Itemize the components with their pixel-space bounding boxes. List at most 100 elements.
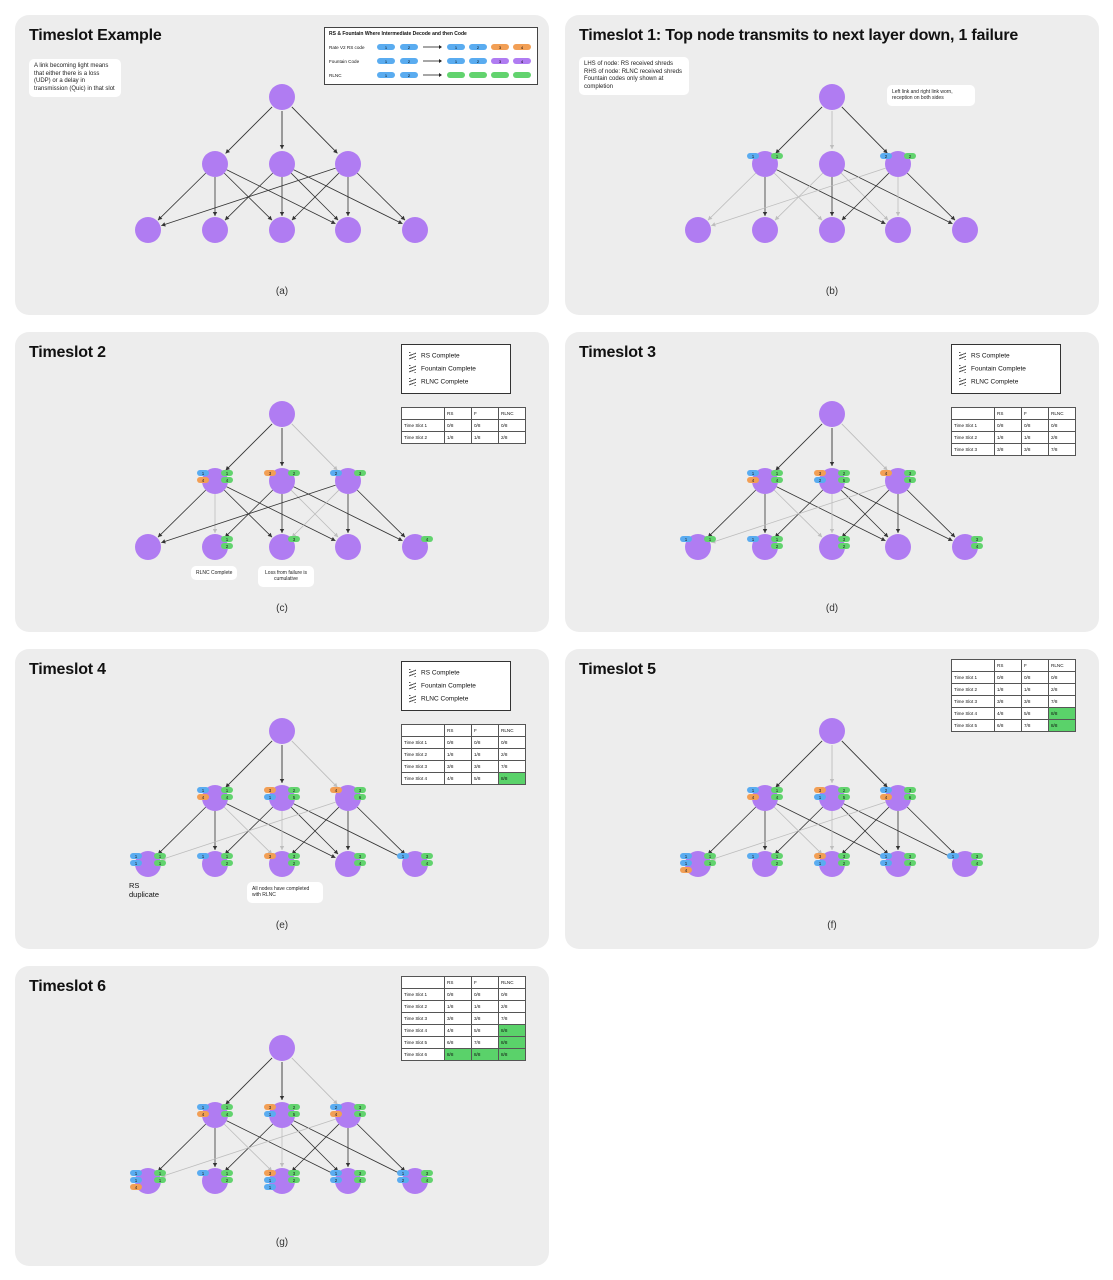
- shred-label: 3: [293, 537, 296, 542]
- shred-label: 1: [819, 861, 822, 866]
- shred-tag: [747, 853, 759, 859]
- link-edge: [161, 801, 336, 860]
- shred-label: 1: [685, 854, 688, 859]
- shred-label: 5: [293, 795, 296, 800]
- shred-label: 4: [752, 795, 755, 800]
- shred-tag: [154, 1170, 166, 1176]
- shred-label: 2: [843, 861, 846, 866]
- leaf-node: [685, 217, 711, 243]
- shred-tag: [904, 794, 916, 800]
- shred-tag: [771, 543, 783, 549]
- arrow-head: [762, 212, 768, 216]
- shred-label: 4: [135, 1185, 138, 1190]
- shred-tag: [838, 794, 850, 800]
- shred-tag: [747, 787, 759, 793]
- root-node: [269, 718, 295, 744]
- arrow-head: [895, 212, 901, 216]
- leaf-node: [885, 534, 911, 560]
- arrow-head: [279, 846, 285, 850]
- link-edge: [841, 172, 890, 221]
- shred-tag: [704, 536, 716, 542]
- link-edge: [157, 806, 207, 855]
- svg-text:2: 2: [477, 45, 480, 50]
- link-edge: [711, 484, 886, 543]
- arrow-head: [330, 537, 336, 541]
- shred-label: 3: [269, 1105, 272, 1110]
- shred-tag: [747, 153, 759, 159]
- fountain-row-label: Fountain Code: [329, 59, 360, 64]
- link-edge: [161, 1118, 336, 1177]
- shred-label: 4: [776, 478, 779, 483]
- shred-label: 1: [202, 854, 205, 859]
- shred-label: 4: [202, 1112, 205, 1117]
- shred-label: 1: [752, 537, 755, 542]
- legend-fountain: Fountain Complete: [959, 365, 1026, 373]
- shred-tag: [880, 153, 892, 159]
- shred-label: 3: [819, 854, 822, 859]
- panel-a: Timeslot Example A link becoming light m…: [15, 15, 549, 315]
- link-edge: [291, 806, 340, 855]
- arrow-head: [883, 465, 888, 471]
- shred-label: 6: [909, 478, 912, 483]
- arrow-head: [267, 215, 273, 221]
- shred-label: 2: [335, 1178, 338, 1183]
- shred-label: 2: [843, 544, 846, 549]
- panel-caption: (c): [276, 603, 288, 614]
- shred-label: 1: [776, 471, 779, 476]
- root-node: [819, 718, 845, 744]
- root-node: [269, 1035, 295, 1061]
- arrow-head: [817, 532, 823, 538]
- shred-label: 3: [293, 854, 296, 859]
- note-box: LHS of node: RS received shreds RHS of n…: [579, 57, 689, 95]
- shred-label: 3: [909, 854, 912, 859]
- shred-label: 1: [159, 854, 162, 859]
- arrow-head: [330, 854, 336, 858]
- shred-tag: [288, 1104, 300, 1110]
- arrow-head: [333, 465, 338, 471]
- svg-text:1: 1: [455, 59, 458, 64]
- shred-tag: [771, 470, 783, 476]
- shred-label: 3: [269, 788, 272, 793]
- shred-tag: [421, 853, 433, 859]
- shred-label: 1: [685, 537, 688, 542]
- shred-tag: [197, 794, 209, 800]
- shred-tag: [154, 853, 166, 859]
- shred-label: 4: [202, 478, 205, 483]
- panel-caption: (d): [825, 603, 839, 614]
- shred-label: 3: [819, 788, 822, 793]
- rs-box-shreds: 1 2 1 2 3 4 1 2 1 2 3 4 1 2: [377, 44, 531, 78]
- shred-tag: [904, 470, 916, 476]
- shred-label: 1: [752, 471, 755, 476]
- svg-text:2: 2: [477, 59, 480, 64]
- shred-tag: [221, 536, 233, 542]
- shred-tag: [704, 853, 716, 859]
- shred-label: 2: [776, 861, 779, 866]
- shred-tag: [330, 470, 342, 476]
- link-edge: [291, 489, 340, 538]
- link-edge: [226, 1120, 336, 1176]
- arrow-head: [333, 1099, 338, 1105]
- shred-label: 4: [359, 1178, 362, 1183]
- legend-box: RS Complete Fountain Complete RLNC Compl…: [401, 661, 511, 711]
- shred-tag: [771, 787, 783, 793]
- shred-tag: [354, 1170, 366, 1176]
- root-node: [269, 401, 295, 427]
- arrow-head: [212, 846, 218, 850]
- link-edge: [291, 172, 340, 221]
- shred-tag: [838, 860, 850, 866]
- arrow-head: [279, 1163, 285, 1167]
- arrow-head: [333, 148, 338, 154]
- shred-label: 1: [269, 795, 272, 800]
- shred-tag: [264, 1104, 276, 1110]
- shred-label: 5: [843, 478, 846, 483]
- rlnc-row-label: RLNC: [329, 73, 342, 78]
- shred-label: 1: [226, 788, 229, 793]
- shred-label: 3: [426, 854, 429, 859]
- link-edge: [841, 740, 888, 788]
- legend-box: RS Complete Fountain Complete RLNC Compl…: [951, 344, 1061, 394]
- shred-label: 1: [202, 1105, 205, 1110]
